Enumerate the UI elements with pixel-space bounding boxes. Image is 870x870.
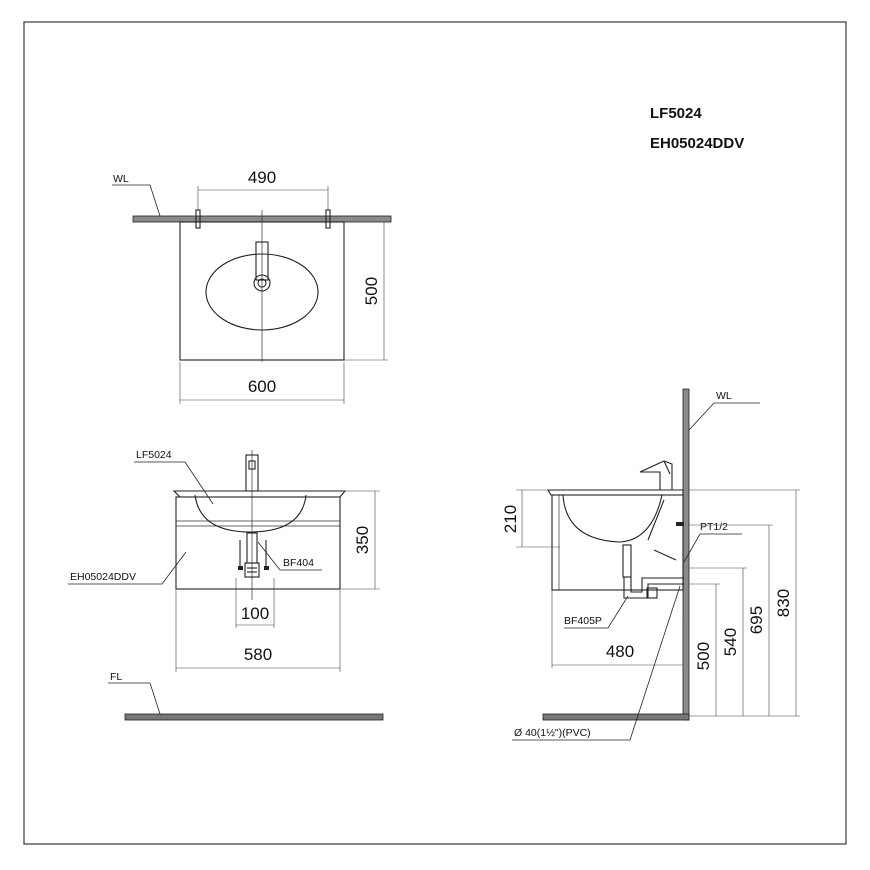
dim-label-side-500: 500 [694,642,713,670]
dim-label-480: 480 [606,642,634,661]
dim-label-100: 100 [241,604,269,623]
side-countertop [547,489,684,496]
top-wall-leader [112,184,161,217]
side-cabinet [551,494,684,591]
dim-label-350: 350 [353,526,372,554]
side-drain-label: Ø 40(1½")(PVC) [514,727,591,739]
front-countertop [172,490,347,498]
top-view: WL 490 500 600 [112,168,392,404]
model-code-cabinet: EH05024DDV [650,135,744,152]
front-cabinet-leader [68,551,187,585]
side-trap-cap [646,587,658,599]
front-basin-label: LF5024 [136,449,172,461]
model-code-basin: LF5024 [650,105,702,122]
side-supply-leader [683,533,742,563]
dim-label-540: 540 [721,628,740,656]
front-view: LF5024 EH05024DDV BF404 350 100 580 FL [68,449,384,721]
front-cabinet [175,496,341,590]
dim-label-500: 500 [362,277,381,305]
side-drain-pipe [622,544,632,578]
side-supply-label: PT1/2 [700,521,728,533]
front-cabinet-label: EH05024DDV [70,571,136,583]
top-basin-bowl [205,253,319,331]
side-wall-leader [688,402,760,431]
dim-label-695: 695 [747,606,766,634]
front-trap-leader [257,541,322,571]
side-floor-bar [542,713,690,721]
side-supply-line [653,549,677,561]
side-supply-valve [676,522,684,526]
side-trap-label: BF405P [564,615,602,627]
side-basin-bowl [562,494,663,543]
side-drain-leader [512,585,681,741]
side-trap-pipe-inner [630,577,684,593]
top-faucet-body [255,241,269,281]
side-faucet-lever [663,460,671,475]
drawing-frame [23,21,847,845]
dim-label-580: 580 [244,645,272,664]
side-supply-hose [647,499,665,541]
dim-label-210: 210 [501,505,520,533]
front-trap-body [244,562,260,578]
side-faucet [639,460,673,491]
dim-label-600: 600 [248,377,276,396]
front-floor-label: FL [110,671,122,683]
top-wall-label: WL [113,173,129,185]
top-drain-inner [257,278,267,288]
top-drain-outer [253,274,271,292]
front-valve-left [238,566,243,570]
front-valve-right [264,566,269,570]
side-view: WL PT1/2 BF405P Ø 40(1½")(PVC) 210 [501,388,800,741]
dim-label-830: 830 [774,589,793,617]
front-trap-label: BF404 [283,557,314,569]
dim-label-490: 490 [248,168,276,187]
front-floor-leader [108,682,161,715]
front-basin-leader [134,461,214,505]
front-floor-bar [124,713,384,721]
side-trap-leader [564,595,629,629]
side-wall-label: WL [716,390,732,402]
front-basin-bowl [194,494,307,533]
